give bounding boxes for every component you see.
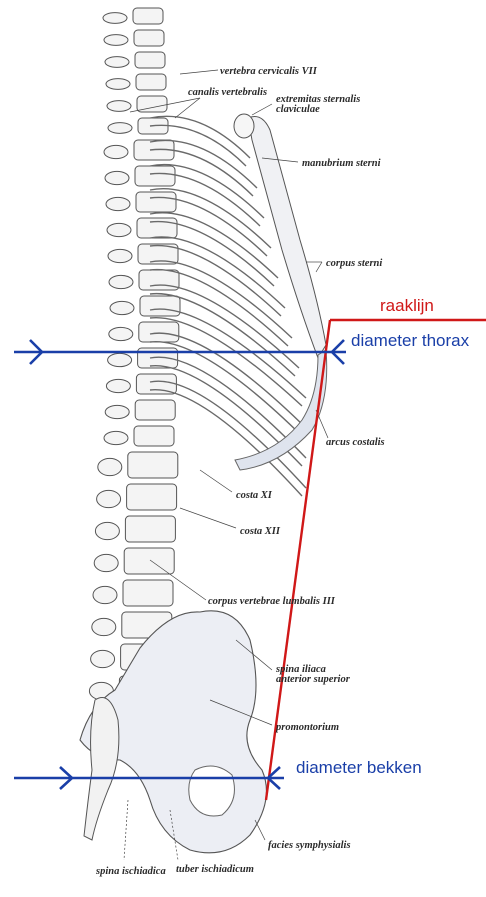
spinous-process xyxy=(98,458,122,475)
vertebra xyxy=(139,270,179,290)
spinous-process xyxy=(106,197,130,210)
vertebra xyxy=(136,192,176,212)
vertebra xyxy=(134,30,164,46)
vertebra xyxy=(139,322,179,342)
label-canalis-vertebralis: canalis vertebralis xyxy=(188,87,267,98)
clavicle-end xyxy=(234,114,254,138)
vertebra xyxy=(135,400,175,420)
spinous-process xyxy=(108,249,132,262)
label-raaklijn: raaklijn xyxy=(380,296,434,316)
spinous-process xyxy=(106,379,130,392)
label-corpus-vertebrae-lumbalis: corpus vertebrae lumbalis III xyxy=(208,596,335,607)
spinous-process xyxy=(107,223,131,236)
label-tuber-ischiadicum: tuber ischiadicum xyxy=(176,864,254,875)
spinous-process xyxy=(105,405,129,418)
label-spina-ischiadica: spina ischiadica xyxy=(96,866,166,877)
label-costa-xi: costa XI xyxy=(236,490,272,501)
spinous-process xyxy=(104,35,128,46)
label-promontorium: promontorium xyxy=(276,722,339,733)
vertebra xyxy=(123,580,173,606)
spinous-process xyxy=(106,79,130,90)
label-diameter-bekken: diameter bekken xyxy=(296,758,422,778)
label-anterior-superior: anterior superior xyxy=(276,674,350,685)
spinous-process xyxy=(105,171,129,184)
label-diameter-thorax: diameter thorax xyxy=(351,331,469,351)
spinous-process xyxy=(104,145,128,158)
vertebra xyxy=(136,74,166,90)
vertebra xyxy=(125,516,175,542)
spinous-process xyxy=(104,431,128,444)
vertebra xyxy=(127,484,177,510)
spinous-process xyxy=(94,554,118,571)
spinous-process xyxy=(108,353,132,366)
vertebral-column xyxy=(89,8,180,702)
spinous-process xyxy=(108,123,132,134)
label-arcus-costalis: arcus costalis xyxy=(326,437,385,448)
label-manubrium-sterni: manubrium sterni xyxy=(302,158,381,169)
label-facies-symphysialis: facies symphysialis xyxy=(268,840,351,851)
vertebra xyxy=(128,452,178,478)
spinous-process xyxy=(109,327,133,340)
label-vertebra-cervicalis: vertebra cervicalis VII xyxy=(220,66,317,77)
vertebra xyxy=(135,166,175,186)
spinous-process xyxy=(109,275,133,288)
label-claviculae: claviculae xyxy=(276,104,320,115)
label-costa-xii: costa XII xyxy=(240,526,280,537)
spinous-process xyxy=(92,618,116,635)
label-corpus-sterni: corpus sterni xyxy=(326,258,382,269)
vertebra xyxy=(140,296,180,316)
spinous-process xyxy=(110,301,134,314)
spinous-process xyxy=(103,13,127,24)
spinous-process xyxy=(93,586,117,603)
vertebra xyxy=(133,8,163,24)
spinous-process xyxy=(107,101,131,112)
obturator xyxy=(189,766,235,816)
vertebra xyxy=(124,548,174,574)
spinous-process xyxy=(97,490,121,507)
spinous-process xyxy=(105,57,129,68)
vertebra xyxy=(136,374,176,394)
vertebra xyxy=(135,52,165,68)
vertebra xyxy=(134,426,174,446)
spinous-process xyxy=(95,522,119,539)
spinous-process xyxy=(91,650,115,667)
